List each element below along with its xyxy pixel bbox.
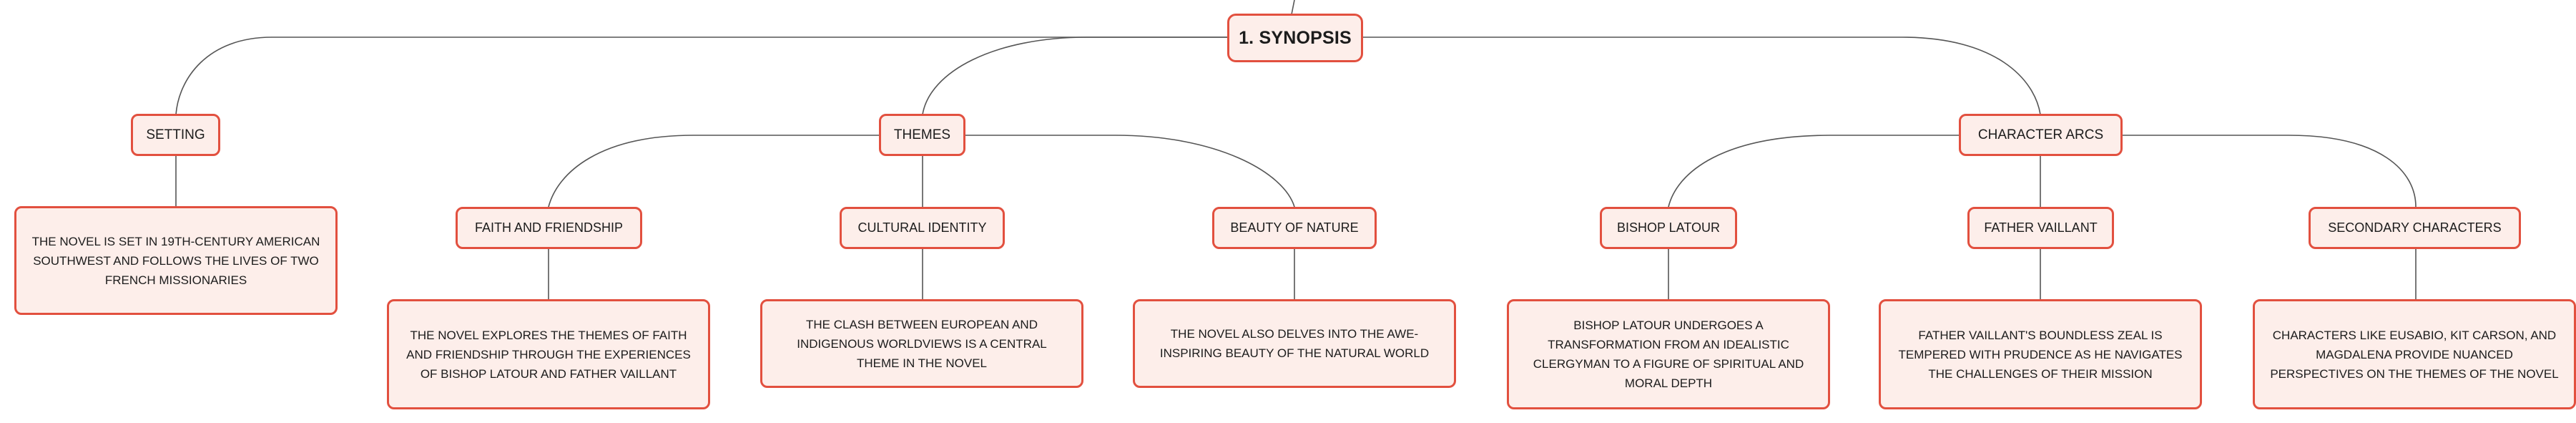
root-node[interactable]: 1. SYNOPSIS: [1227, 14, 1363, 62]
faith-and-friendship-node[interactable]: FAITH AND FRIENDSHIP: [456, 207, 642, 249]
faith-and-friendship-description: THE NOVEL EXPLORES THE THEMES OF FAITH A…: [406, 328, 691, 381]
root-title: 1. SYNOPSIS: [1239, 27, 1352, 48]
connector-arcs-latour: [1668, 135, 1959, 208]
bishop-latour-node[interactable]: BISHOP LATOUR: [1600, 207, 1737, 249]
secondary-characters-description-node[interactable]: CHARACTERS LIKE EUSABIO, KIT CARSON, AND…: [2253, 299, 2576, 409]
themes-label: THEMES: [893, 127, 951, 142]
setting-label: SETTING: [146, 127, 205, 142]
father-vaillant-description-node[interactable]: FATHER VAILLANT'S BOUNDLESS ZEAL IS TEMP…: [1879, 299, 2202, 409]
beauty-of-nature-node[interactable]: BEAUTY OF NATURE: [1212, 207, 1377, 249]
setting-description-node[interactable]: THE NOVEL IS SET IN 19TH-CENTURY AMERICA…: [14, 206, 338, 315]
secondary-characters-label: SECONDARY CHARACTERS: [2328, 220, 2502, 235]
connector-themes-faith: [548, 135, 879, 208]
connector-root-character-arcs: [1363, 37, 2041, 115]
beauty-of-nature-description-node[interactable]: THE NOVEL ALSO DELVES INTO THE AWE-INSPI…: [1133, 299, 1456, 388]
faith-and-friendship-description-node[interactable]: THE NOVEL EXPLORES THE THEMES OF FAITH A…: [387, 299, 710, 409]
father-vaillant-node[interactable]: FATHER VAILLANT: [1967, 207, 2114, 249]
connector-themes-nature: [965, 135, 1295, 208]
father-vaillant-label: FATHER VAILLANT: [1984, 220, 2098, 235]
setting-description: THE NOVEL IS SET IN 19TH-CENTURY AMERICA…: [31, 234, 320, 287]
connector-root-setting: [175, 37, 1227, 115]
cultural-identity-description: THE CLASH BETWEEN EUROPEAN AND INDIGENOU…: [797, 317, 1047, 370]
cultural-identity-label: CULTURAL IDENTITY: [857, 220, 987, 235]
faith-and-friendship-label: FAITH AND FRIENDSHIP: [474, 220, 624, 235]
themes-node[interactable]: THEMES: [879, 114, 965, 156]
father-vaillant-description: FATHER VAILLANT'S BOUNDLESS ZEAL IS TEMP…: [1898, 328, 2183, 381]
setting-node[interactable]: SETTING: [131, 114, 220, 156]
beauty-of-nature-description: THE NOVEL ALSO DELVES INTO THE AWE-INSPI…: [1159, 327, 1430, 360]
secondary-characters-description: CHARACTERS LIKE EUSABIO, KIT CARSON, AND…: [2270, 328, 2559, 381]
character-arcs-label: CHARACTER ARCS: [1977, 127, 2104, 142]
bishop-latour-description: BISHOP LATOUR UNDERGOES A TRANSFORMATION…: [1533, 319, 1804, 390]
connector-root-themes: [922, 37, 1227, 115]
character-arcs-node[interactable]: CHARACTER ARCS: [1959, 114, 2123, 156]
bishop-latour-label: BISHOP LATOUR: [1616, 220, 1721, 235]
cultural-identity-node[interactable]: CULTURAL IDENTITY: [840, 207, 1005, 249]
connector-root-parent: [1291, 0, 1295, 15]
connector-arcs-secondary: [2123, 135, 2417, 208]
secondary-characters-node[interactable]: SECONDARY CHARACTERS: [2309, 207, 2521, 249]
cultural-identity-description-node[interactable]: THE CLASH BETWEEN EUROPEAN AND INDIGENOU…: [760, 299, 1083, 388]
bishop-latour-description-node[interactable]: BISHOP LATOUR UNDERGOES A TRANSFORMATION…: [1507, 299, 1830, 409]
beauty-of-nature-label: BEAUTY OF NATURE: [1230, 220, 1359, 235]
